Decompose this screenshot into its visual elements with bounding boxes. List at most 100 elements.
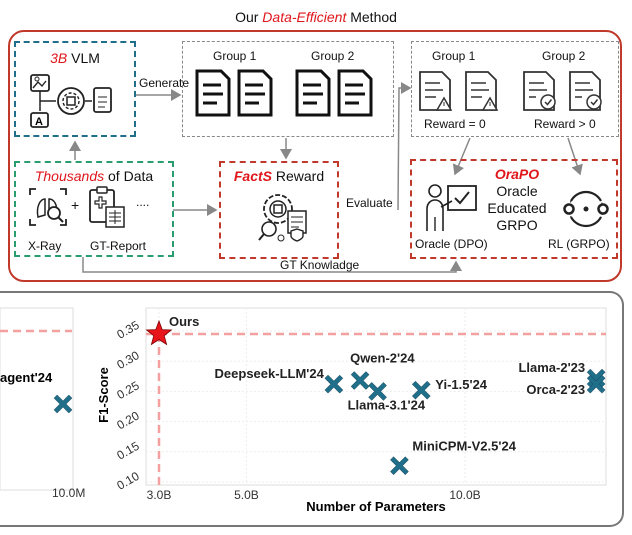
point-label: Yi-1.5'24 bbox=[435, 377, 488, 392]
reward-group1-label: Group 1 bbox=[432, 49, 476, 63]
y-tick-label: 0.10 bbox=[114, 469, 142, 493]
x-marker bbox=[411, 380, 431, 400]
reward-group2-label: Group 2 bbox=[542, 49, 586, 63]
oracle-dpo-label: Oracle (DPO) bbox=[415, 237, 488, 251]
verified-document-icon bbox=[523, 71, 556, 111]
plot-frame bbox=[145, 307, 607, 486]
vlm-pipeline-icon: A bbox=[30, 74, 112, 128]
x-axis-label: Number of Parameters bbox=[306, 499, 445, 514]
plus-sign: + bbox=[71, 197, 80, 213]
x-marker bbox=[324, 374, 344, 394]
more-data-ellipsis: .... bbox=[136, 195, 150, 209]
vlm-size: 3B bbox=[50, 50, 68, 66]
warning-document-icon bbox=[465, 71, 499, 111]
vlm-label: 3B VLM bbox=[16, 50, 134, 66]
generated-groups-box: Group 1 Group 2 bbox=[182, 41, 394, 137]
document-icon bbox=[295, 69, 331, 117]
x-marker bbox=[350, 371, 370, 390]
x-marker bbox=[368, 382, 387, 401]
document-icon bbox=[237, 69, 273, 117]
report-clipboard-icon bbox=[89, 186, 125, 228]
left-partial-chart: agent'24 10.0M bbox=[0, 307, 85, 500]
warning-document-icon bbox=[419, 71, 453, 111]
left-point-label: agent'24 bbox=[0, 370, 53, 385]
main-plot: 0.10 0.15 0.20 0.25 0.30 0.35 3.0B 5.0B 10.0B Num… bbox=[96, 307, 607, 514]
xray-label: X-Ray bbox=[28, 239, 62, 253]
y-axis-label: F1-Score bbox=[96, 367, 111, 423]
data-amount: Thousands bbox=[34, 168, 105, 184]
y-tick-label: 0.25 bbox=[114, 378, 142, 402]
document-icon bbox=[337, 69, 373, 117]
title-suffix: Method bbox=[346, 9, 397, 25]
point-label: Deepseek-LLM'24 bbox=[215, 366, 325, 381]
orapo-line3: GRPO bbox=[496, 217, 538, 233]
orapo-box: OraPO Oracle Educated GRPO Oracle (DPO) … bbox=[410, 159, 618, 259]
star-marker bbox=[145, 319, 173, 346]
orapo-title: OraPO bbox=[494, 166, 540, 182]
diagram-title: Our Data-Efficient Method bbox=[0, 9, 632, 25]
gt-report-label: GT-Report bbox=[90, 239, 147, 253]
facts-name: FactS bbox=[233, 168, 272, 184]
star-magnifier-icon bbox=[261, 221, 277, 237]
point-label: Orca-2'23 bbox=[526, 382, 585, 397]
facts-reward-box: FactS Reward bbox=[219, 161, 339, 259]
y-tick-label: 0.35 bbox=[114, 318, 142, 342]
rewarded-documents bbox=[419, 71, 602, 111]
reward-positive-label: Reward > 0 bbox=[534, 117, 596, 131]
rl-grpo-label: RL (GRPO) bbox=[548, 237, 610, 251]
y-tick-label: 0.20 bbox=[114, 408, 142, 432]
x-tick-label: 5.0B bbox=[234, 488, 259, 502]
verified-document-icon bbox=[569, 71, 602, 111]
vlm-text: VLM bbox=[67, 50, 100, 66]
x-tick-label: 10.0B bbox=[449, 488, 480, 502]
facts-text: Reward bbox=[271, 168, 325, 184]
reward-groups-box: Group 1 Group 2 Reward = 0 Reward > 0 bbox=[411, 41, 619, 137]
facts-label: FactS Reward bbox=[221, 168, 337, 184]
model-gear-icon bbox=[57, 87, 85, 115]
rl-cycle-icon bbox=[563, 190, 609, 228]
generate-label: Generate bbox=[139, 76, 190, 90]
x-tick-label: 3.0B bbox=[147, 488, 172, 502]
group1-label: Group 1 bbox=[213, 49, 257, 63]
y-tick-label: 0.30 bbox=[114, 348, 142, 372]
data-box: Thousands of Data + .... X-Ray GT-Report bbox=[14, 161, 174, 257]
document-icon bbox=[195, 69, 231, 117]
left-plot-frame bbox=[0, 307, 74, 491]
point-label: Llama-3.1'24 bbox=[348, 397, 426, 412]
vlm-box: 3B VLM A bbox=[14, 41, 136, 137]
orapo-name: OraPO bbox=[487, 166, 547, 182]
reward0-to-oracle-arrow bbox=[452, 137, 471, 176]
diagram-connectors bbox=[69, 82, 583, 273]
reward-zero-label: Reward = 0 bbox=[424, 117, 486, 131]
text-icon bbox=[30, 112, 49, 128]
point-label: MiniCPM-V2.5'24 bbox=[412, 439, 516, 454]
point-label: Ours bbox=[169, 314, 199, 329]
orapo-line2: Educated bbox=[487, 200, 547, 216]
group2-label: Group 2 bbox=[311, 49, 355, 63]
title-highlight: Data-Efficient bbox=[262, 9, 347, 25]
x-marker bbox=[390, 456, 409, 476]
oracle-teacher-icon bbox=[426, 184, 477, 231]
evaluate-arrow bbox=[397, 82, 412, 211]
xray-lungs-icon bbox=[29, 188, 67, 226]
left-x-marker bbox=[53, 394, 73, 414]
evaluate-label: Evaluate bbox=[346, 196, 393, 210]
point-label: Llama-2'23 bbox=[518, 360, 585, 375]
shield-check-icon bbox=[290, 228, 304, 242]
method-panel bbox=[8, 30, 622, 282]
reward-gear-icon bbox=[258, 194, 307, 242]
point-label: Qwen-2'24 bbox=[350, 351, 415, 366]
orapo-line1: Oracle bbox=[496, 183, 538, 199]
svg-text:A: A bbox=[35, 116, 43, 128]
left-xtick-label: 10.0M bbox=[52, 486, 85, 500]
gt-knowledge-label: GT Knowladge bbox=[280, 258, 360, 272]
generated-documents bbox=[195, 69, 373, 117]
report-clipboard-icon bbox=[93, 87, 112, 113]
title-prefix: Our bbox=[235, 9, 263, 25]
data-label: Thousands of Data bbox=[16, 168, 172, 184]
x-marker bbox=[586, 374, 606, 394]
y-tick-label: 0.15 bbox=[114, 439, 142, 463]
results-panel bbox=[0, 291, 624, 527]
data-text: of Data bbox=[104, 168, 154, 184]
